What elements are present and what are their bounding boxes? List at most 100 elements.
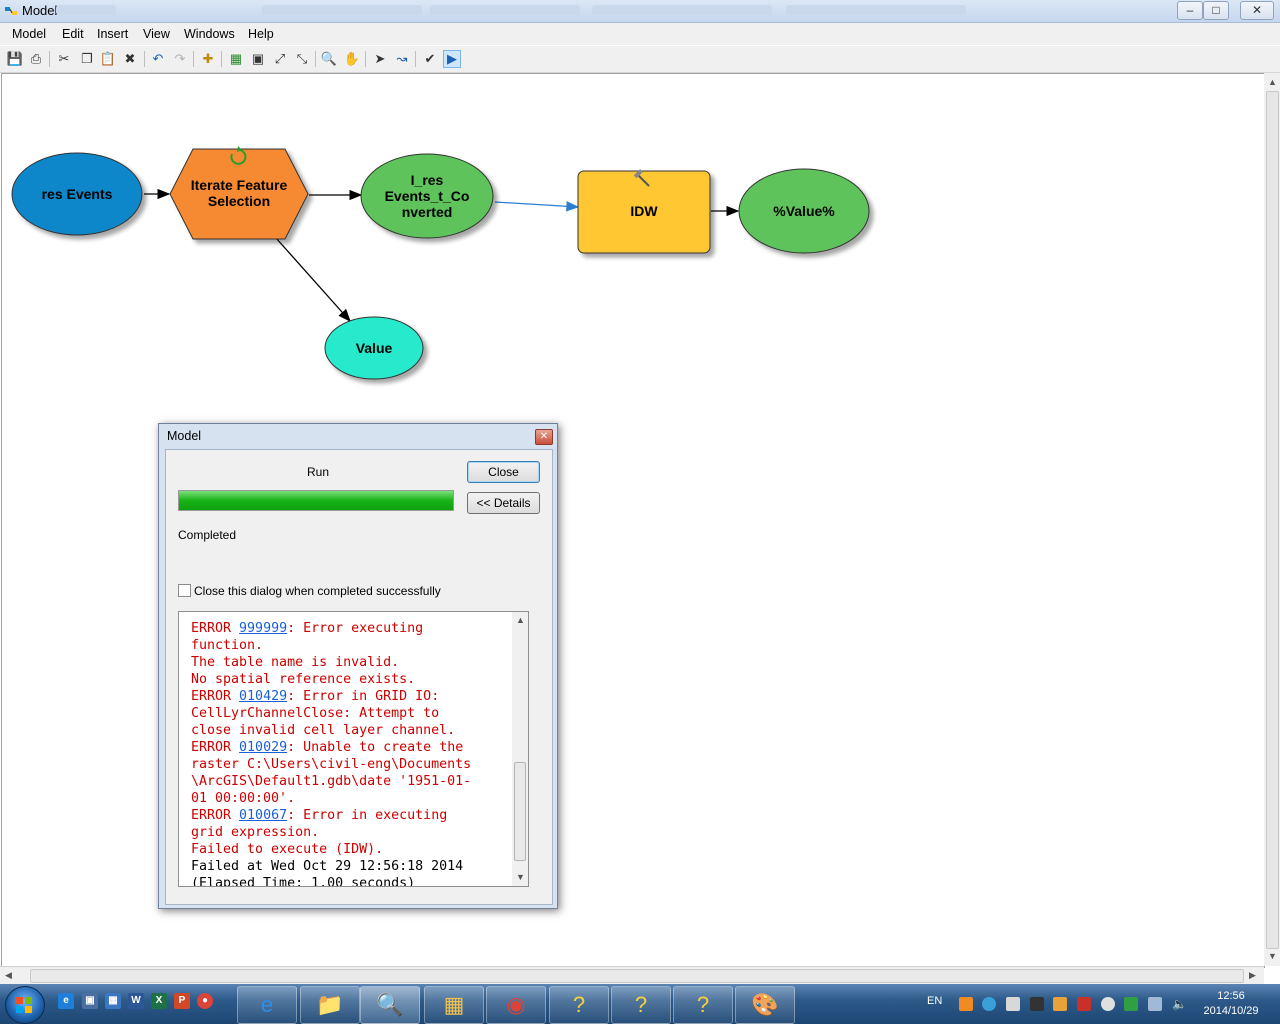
- log-line: ERROR 010067: Error in executing: [191, 807, 521, 824]
- maximize-button[interactable]: □: [1203, 1, 1229, 20]
- details-button[interactable]: << Details: [467, 492, 540, 514]
- taskbar-ie[interactable]: e: [237, 986, 297, 1024]
- dialog-close-icon[interactable]: ✕: [535, 429, 553, 445]
- horizontal-scrollbar[interactable]: ◀ ▶: [0, 966, 1264, 984]
- node-res-events[interactable]: [11, 152, 143, 236]
- tray-app-icon[interactable]: [959, 997, 973, 1011]
- paste-icon[interactable]: 📋: [99, 51, 117, 66]
- log-prefix: ERROR: [191, 689, 240, 704]
- validate-icon[interactable]: ✔: [424, 51, 436, 66]
- log-scroll-up-icon[interactable]: ▲: [516, 615, 525, 625]
- vertical-scroll-thumb[interactable]: [1266, 91, 1279, 949]
- taskbar-help-2[interactable]: ?: [611, 986, 671, 1024]
- log-scroll-down-icon[interactable]: ▼: [516, 872, 525, 882]
- model-diagram: res Events Iterate Feature Selection I_r…: [11, 146, 870, 380]
- node-idw-tool[interactable]: [577, 170, 711, 254]
- dialog-body: Run Close << Details Completed Close thi…: [165, 449, 553, 905]
- vertical-scrollbar[interactable]: ▲ ▼: [1264, 73, 1280, 966]
- log-line: close invalid cell layer channel.: [191, 723, 456, 738]
- tray-flag-icon[interactable]: [1006, 997, 1020, 1011]
- start-button[interactable]: [5, 986, 45, 1024]
- print-icon[interactable]: ⎙: [30, 51, 42, 66]
- tray-antivirus-icon[interactable]: [1077, 997, 1091, 1011]
- menu-help[interactable]: Help: [248, 27, 274, 41]
- tray-update-icon[interactable]: [1124, 997, 1138, 1011]
- ie-quicklaunch-icon[interactable]: e: [58, 993, 74, 1009]
- taskbar-help-1[interactable]: ?: [549, 986, 609, 1024]
- horizontal-scroll-thumb[interactable]: [30, 969, 1244, 983]
- tray-device-icon[interactable]: [1030, 997, 1044, 1011]
- pan-icon[interactable]: ✋: [343, 51, 361, 66]
- minimize-button[interactable]: –: [1177, 1, 1203, 20]
- node-iterate-label-2: Selection: [208, 193, 270, 209]
- scroll-left-icon[interactable]: ◀: [5, 970, 12, 980]
- redo-icon[interactable]: ↷: [174, 51, 186, 66]
- run-icon[interactable]: ▶: [443, 50, 461, 68]
- volume-icon[interactable]: 🔈: [1172, 997, 1187, 1011]
- blurred-title-text: [56, 5, 116, 15]
- taskbar-help-3[interactable]: ?: [673, 986, 733, 1024]
- log-prefix: ERROR: [191, 740, 240, 755]
- excel-quicklaunch-icon[interactable]: X: [151, 993, 167, 1009]
- error-code-link[interactable]: 010067: [239, 808, 288, 823]
- log-scrollbar[interactable]: ▲ ▼: [512, 611, 529, 887]
- fit-to-window-icon[interactable]: ⤢: [274, 51, 286, 66]
- menu-model[interactable]: Model: [12, 27, 47, 41]
- log-scroll-thumb[interactable]: [514, 762, 526, 861]
- taskbar-search[interactable]: 🔍: [360, 986, 420, 1024]
- explorer-quicklaunch-icon[interactable]: ▦: [105, 993, 121, 1009]
- log-line: ERROR 010029: Unable to create the: [191, 739, 521, 756]
- error-code-link[interactable]: 010429: [239, 689, 288, 704]
- full-extent-icon[interactable]: ▣: [251, 51, 265, 66]
- node-iterate-feature-selection[interactable]: [169, 148, 309, 240]
- chrome-quicklaunch-icon[interactable]: ●: [197, 993, 213, 1009]
- copy-icon[interactable]: ❐: [81, 51, 93, 66]
- tray-cd-icon[interactable]: [1101, 997, 1115, 1011]
- tray-tool-icon[interactable]: [1053, 997, 1067, 1011]
- connector-converted-to-idw[interactable]: [494, 201, 580, 212]
- taskbar-paint[interactable]: 🎨: [735, 986, 795, 1024]
- add-data-icon[interactable]: ✚: [202, 51, 214, 66]
- tray-network-icon[interactable]: [982, 997, 996, 1011]
- word-quicklaunch-icon[interactable]: W: [128, 993, 144, 1009]
- node-value[interactable]: [324, 316, 424, 380]
- connector-iterate-to-value[interactable]: [275, 237, 351, 322]
- menu-edit[interactable]: Edit: [62, 27, 84, 41]
- node-converted-label-1: I_res: [411, 172, 444, 188]
- window-close-button[interactable]: ✕: [1240, 1, 1274, 20]
- auto-layout-icon[interactable]: ▦: [229, 51, 243, 66]
- taskbar-chrome[interactable]: ◉: [486, 986, 546, 1024]
- powerpoint-quicklaunch-icon[interactable]: P: [174, 993, 190, 1009]
- taskbar-explorer[interactable]: 📁: [300, 986, 360, 1024]
- taskbar-arcgis[interactable]: ▦: [424, 986, 484, 1024]
- close-button[interactable]: Close: [467, 461, 540, 483]
- scroll-up-icon[interactable]: ▲: [1268, 77, 1277, 87]
- log-prefix: ERROR: [191, 808, 240, 823]
- menu-view[interactable]: View: [143, 27, 170, 41]
- zoom-extent-icon[interactable]: ⤡: [296, 51, 308, 66]
- error-code-link[interactable]: 999999: [239, 621, 288, 636]
- toolbar-separator: [221, 51, 222, 67]
- cut-icon[interactable]: ✂: [58, 51, 70, 66]
- tray-monitor-icon[interactable]: [1148, 997, 1162, 1011]
- close-when-completed-checkbox[interactable]: [178, 584, 191, 597]
- connect-icon[interactable]: ↝: [396, 51, 408, 66]
- node-value-output[interactable]: [738, 168, 870, 254]
- log-line: ERROR 999999: Error executing: [191, 620, 521, 637]
- toolbar-separator: [315, 51, 316, 67]
- select-icon[interactable]: ➤: [374, 51, 386, 66]
- menu-windows[interactable]: Windows: [184, 27, 235, 41]
- zoom-in-icon[interactable]: 🔍: [320, 51, 338, 66]
- error-code-link[interactable]: 010029: [239, 740, 288, 755]
- scroll-down-icon[interactable]: ▼: [1268, 951, 1277, 961]
- clock[interactable]: 12:56 2014/10/29: [1196, 989, 1266, 1019]
- delete-icon[interactable]: ✖: [124, 51, 136, 66]
- scroll-right-icon[interactable]: ▶: [1249, 970, 1256, 980]
- language-indicator[interactable]: EN: [927, 995, 943, 1007]
- node-converted-output[interactable]: [360, 153, 494, 239]
- save-icon[interactable]: 💾: [6, 51, 24, 66]
- desktop-quicklaunch-icon[interactable]: ▣: [82, 993, 98, 1009]
- undo-icon[interactable]: ↶: [152, 51, 164, 66]
- menu-insert[interactable]: Insert: [97, 27, 129, 41]
